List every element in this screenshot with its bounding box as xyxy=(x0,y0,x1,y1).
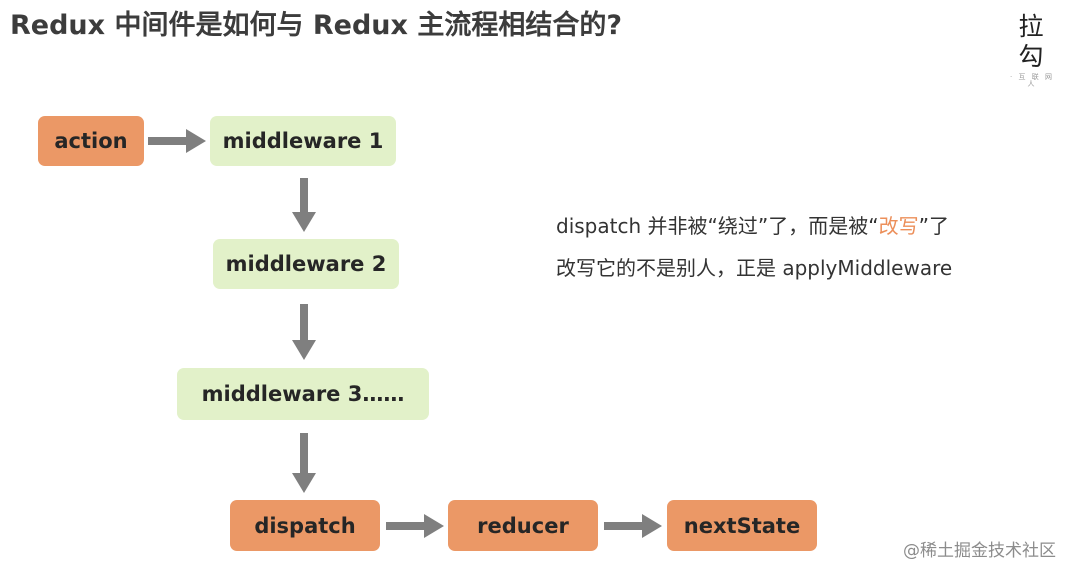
middleware-1-node: middleware 1 xyxy=(210,116,396,166)
watermark: @稀土掘金技术社区 xyxy=(903,541,1056,561)
middleware-3-node: middleware 3…… xyxy=(177,368,429,420)
arrow-right-icon xyxy=(386,514,444,538)
explanation-note: dispatch 并非被“绕过”了，而是被“改写”了 改写它的不是别人，正是 a… xyxy=(556,205,952,289)
arrow-down-icon xyxy=(292,178,316,232)
arrow-right-icon xyxy=(604,514,662,538)
arrow-right-icon xyxy=(148,129,206,153)
note-highlight: 改写 xyxy=(878,214,919,238)
dispatch-node: dispatch xyxy=(230,500,380,551)
note-line-1-start: dispatch 并非被“绕过”了，而是被“ xyxy=(556,214,879,238)
note-line-1-end: ”了 xyxy=(918,214,949,238)
arrow-down-icon xyxy=(292,304,316,360)
reducer-node: reducer xyxy=(448,500,598,551)
logo-subtitle: · 互 联 网 人 xyxy=(1010,73,1054,88)
brand-logo: 拉勾 · 互 联 网 人 xyxy=(1006,12,1058,88)
note-line-1: dispatch 并非被“绕过”了，而是被“改写”了 xyxy=(556,205,952,247)
page-title: Redux 中间件是如何与 Redux 主流程相结合的? xyxy=(10,10,622,41)
next-state-node: nextState xyxy=(667,500,817,551)
note-line-2: 改写它的不是别人，正是 applyMiddleware xyxy=(556,256,953,280)
action-node: action xyxy=(38,116,144,166)
middleware-2-node: middleware 2 xyxy=(213,239,399,289)
arrow-down-icon xyxy=(292,433,316,493)
logo-text: 拉勾 xyxy=(1018,12,1046,71)
